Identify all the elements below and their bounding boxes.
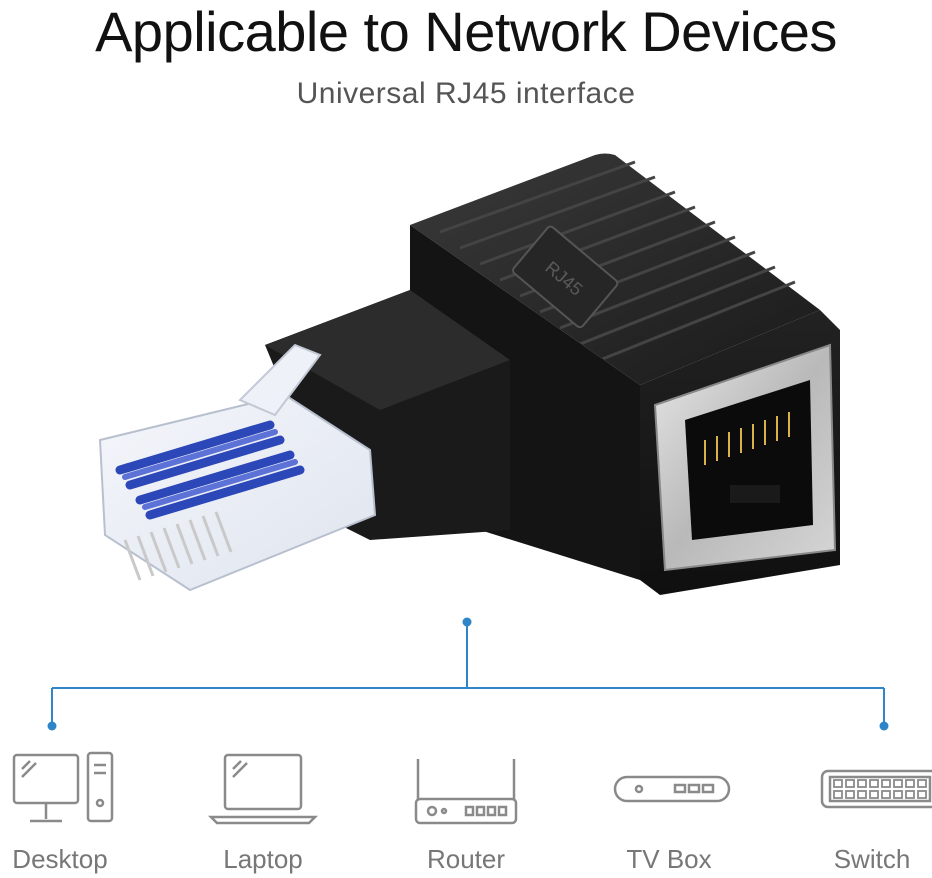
switch-icon	[820, 769, 932, 809]
device-tv-box: TV Box	[589, 745, 749, 875]
device-label: Router	[426, 844, 506, 874]
page-title: Applicable to Network Devices	[95, 0, 837, 63]
router-icon	[414, 759, 518, 825]
desktop-icon	[12, 751, 114, 823]
device-switch: Switch	[792, 745, 932, 875]
page-subtitle: Universal RJ45 interface	[296, 77, 636, 110]
rj45-adapter-image: RJ45	[98, 153, 840, 595]
device-label: Switch	[833, 844, 911, 874]
bracket-connector	[47, 617, 889, 731]
device-router: Router	[386, 745, 546, 875]
laptop-icon	[207, 753, 319, 825]
tv-box-icon	[613, 775, 731, 803]
device-laptop: Laptop	[183, 745, 343, 875]
device-label: TV Box	[626, 844, 712, 874]
device-label: Laptop	[223, 844, 303, 874]
device-label: Desktop	[12, 844, 108, 874]
device-desktop: Desktop	[0, 745, 140, 875]
